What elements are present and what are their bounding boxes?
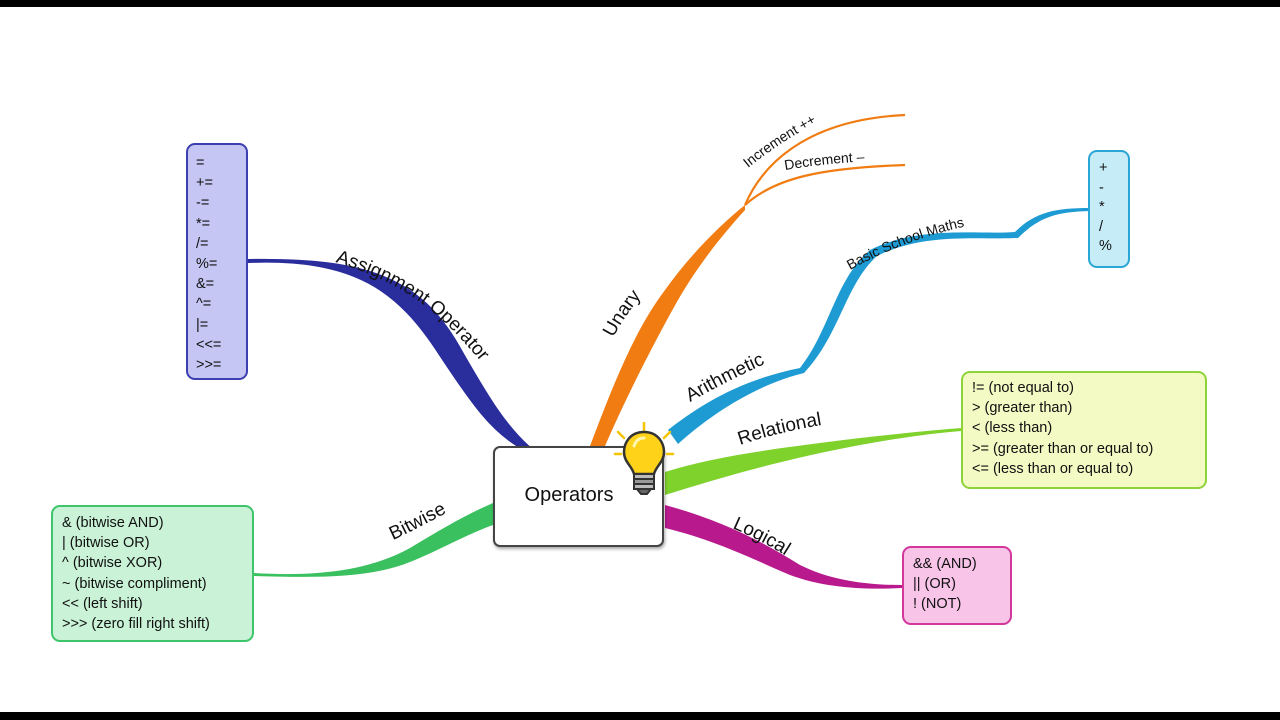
box-line: -=	[196, 195, 210, 212]
box-line: ^ (bitwise XOR)	[62, 555, 163, 572]
branch-line-relational	[665, 428, 962, 495]
box-line: >>=	[196, 357, 222, 374]
box-line: ! (NOT)	[913, 596, 962, 613]
box-line: > (greater than)	[972, 400, 1073, 417]
lightbulb-icon	[613, 422, 675, 495]
box-line: | (bitwise OR)	[62, 535, 150, 552]
branch-line-decrement	[744, 163, 906, 206]
box-line: +=	[196, 175, 213, 192]
box-line: |=	[196, 316, 209, 333]
box-line: <<=	[196, 336, 222, 353]
arithmetic-operators-box: + - * / %	[1088, 150, 1130, 268]
box-line: != (not equal to)	[972, 380, 1074, 396]
box-line: -	[1099, 179, 1104, 196]
box-line: << (left shift)	[62, 595, 143, 612]
box-line: <= (less than or equal to)	[972, 460, 1134, 477]
label-basic-school-maths: Basic School Maths	[844, 214, 966, 273]
top-letterbox-bar	[0, 0, 1280, 7]
bottom-letterbox-bar	[0, 712, 1280, 720]
central-topic-node: Operators	[493, 446, 664, 547]
box-line: %=	[196, 256, 218, 273]
branch-line-logical	[665, 505, 902, 589]
box-line: +	[1099, 160, 1108, 176]
branch-line-increment	[743, 113, 906, 206]
box-line: &=	[196, 276, 215, 293]
relational-operators-box: != (not equal to) > (greater than) < (le…	[961, 371, 1207, 489]
box-line: >>> (zero fill right shift)	[62, 616, 210, 633]
box-line: ^=	[196, 296, 212, 313]
box-line: %	[1099, 238, 1112, 254]
box-line: *	[1099, 199, 1105, 215]
box-line: /	[1099, 218, 1104, 235]
bitwise-operators-box: & (bitwise AND) | (bitwise OR) ^ (bitwis…	[51, 505, 254, 642]
box-line: && (AND)	[913, 556, 977, 572]
box-line: || (OR)	[913, 576, 956, 593]
box-line: < (less than)	[972, 420, 1053, 437]
logical-operators-box: && (AND) || (OR) ! (NOT)	[902, 546, 1012, 625]
central-topic-title: Operators	[524, 484, 614, 506]
box-line: & (bitwise AND)	[62, 515, 164, 531]
box-line: >= (greater than or equal to)	[972, 440, 1154, 457]
box-line: =	[196, 155, 205, 171]
label-unary: Unary	[599, 286, 645, 341]
label-relational: Relational	[735, 409, 823, 450]
assignment-operators-box: = += -= *= /= %= &= ^= |= <<= >>=	[186, 143, 248, 380]
box-line: /=	[196, 235, 209, 252]
box-line: ~ (bitwise compliment)	[62, 575, 207, 592]
branch-line-bitwise	[254, 503, 493, 577]
branch-line-unary	[590, 205, 745, 446]
box-line: *=	[196, 215, 211, 232]
